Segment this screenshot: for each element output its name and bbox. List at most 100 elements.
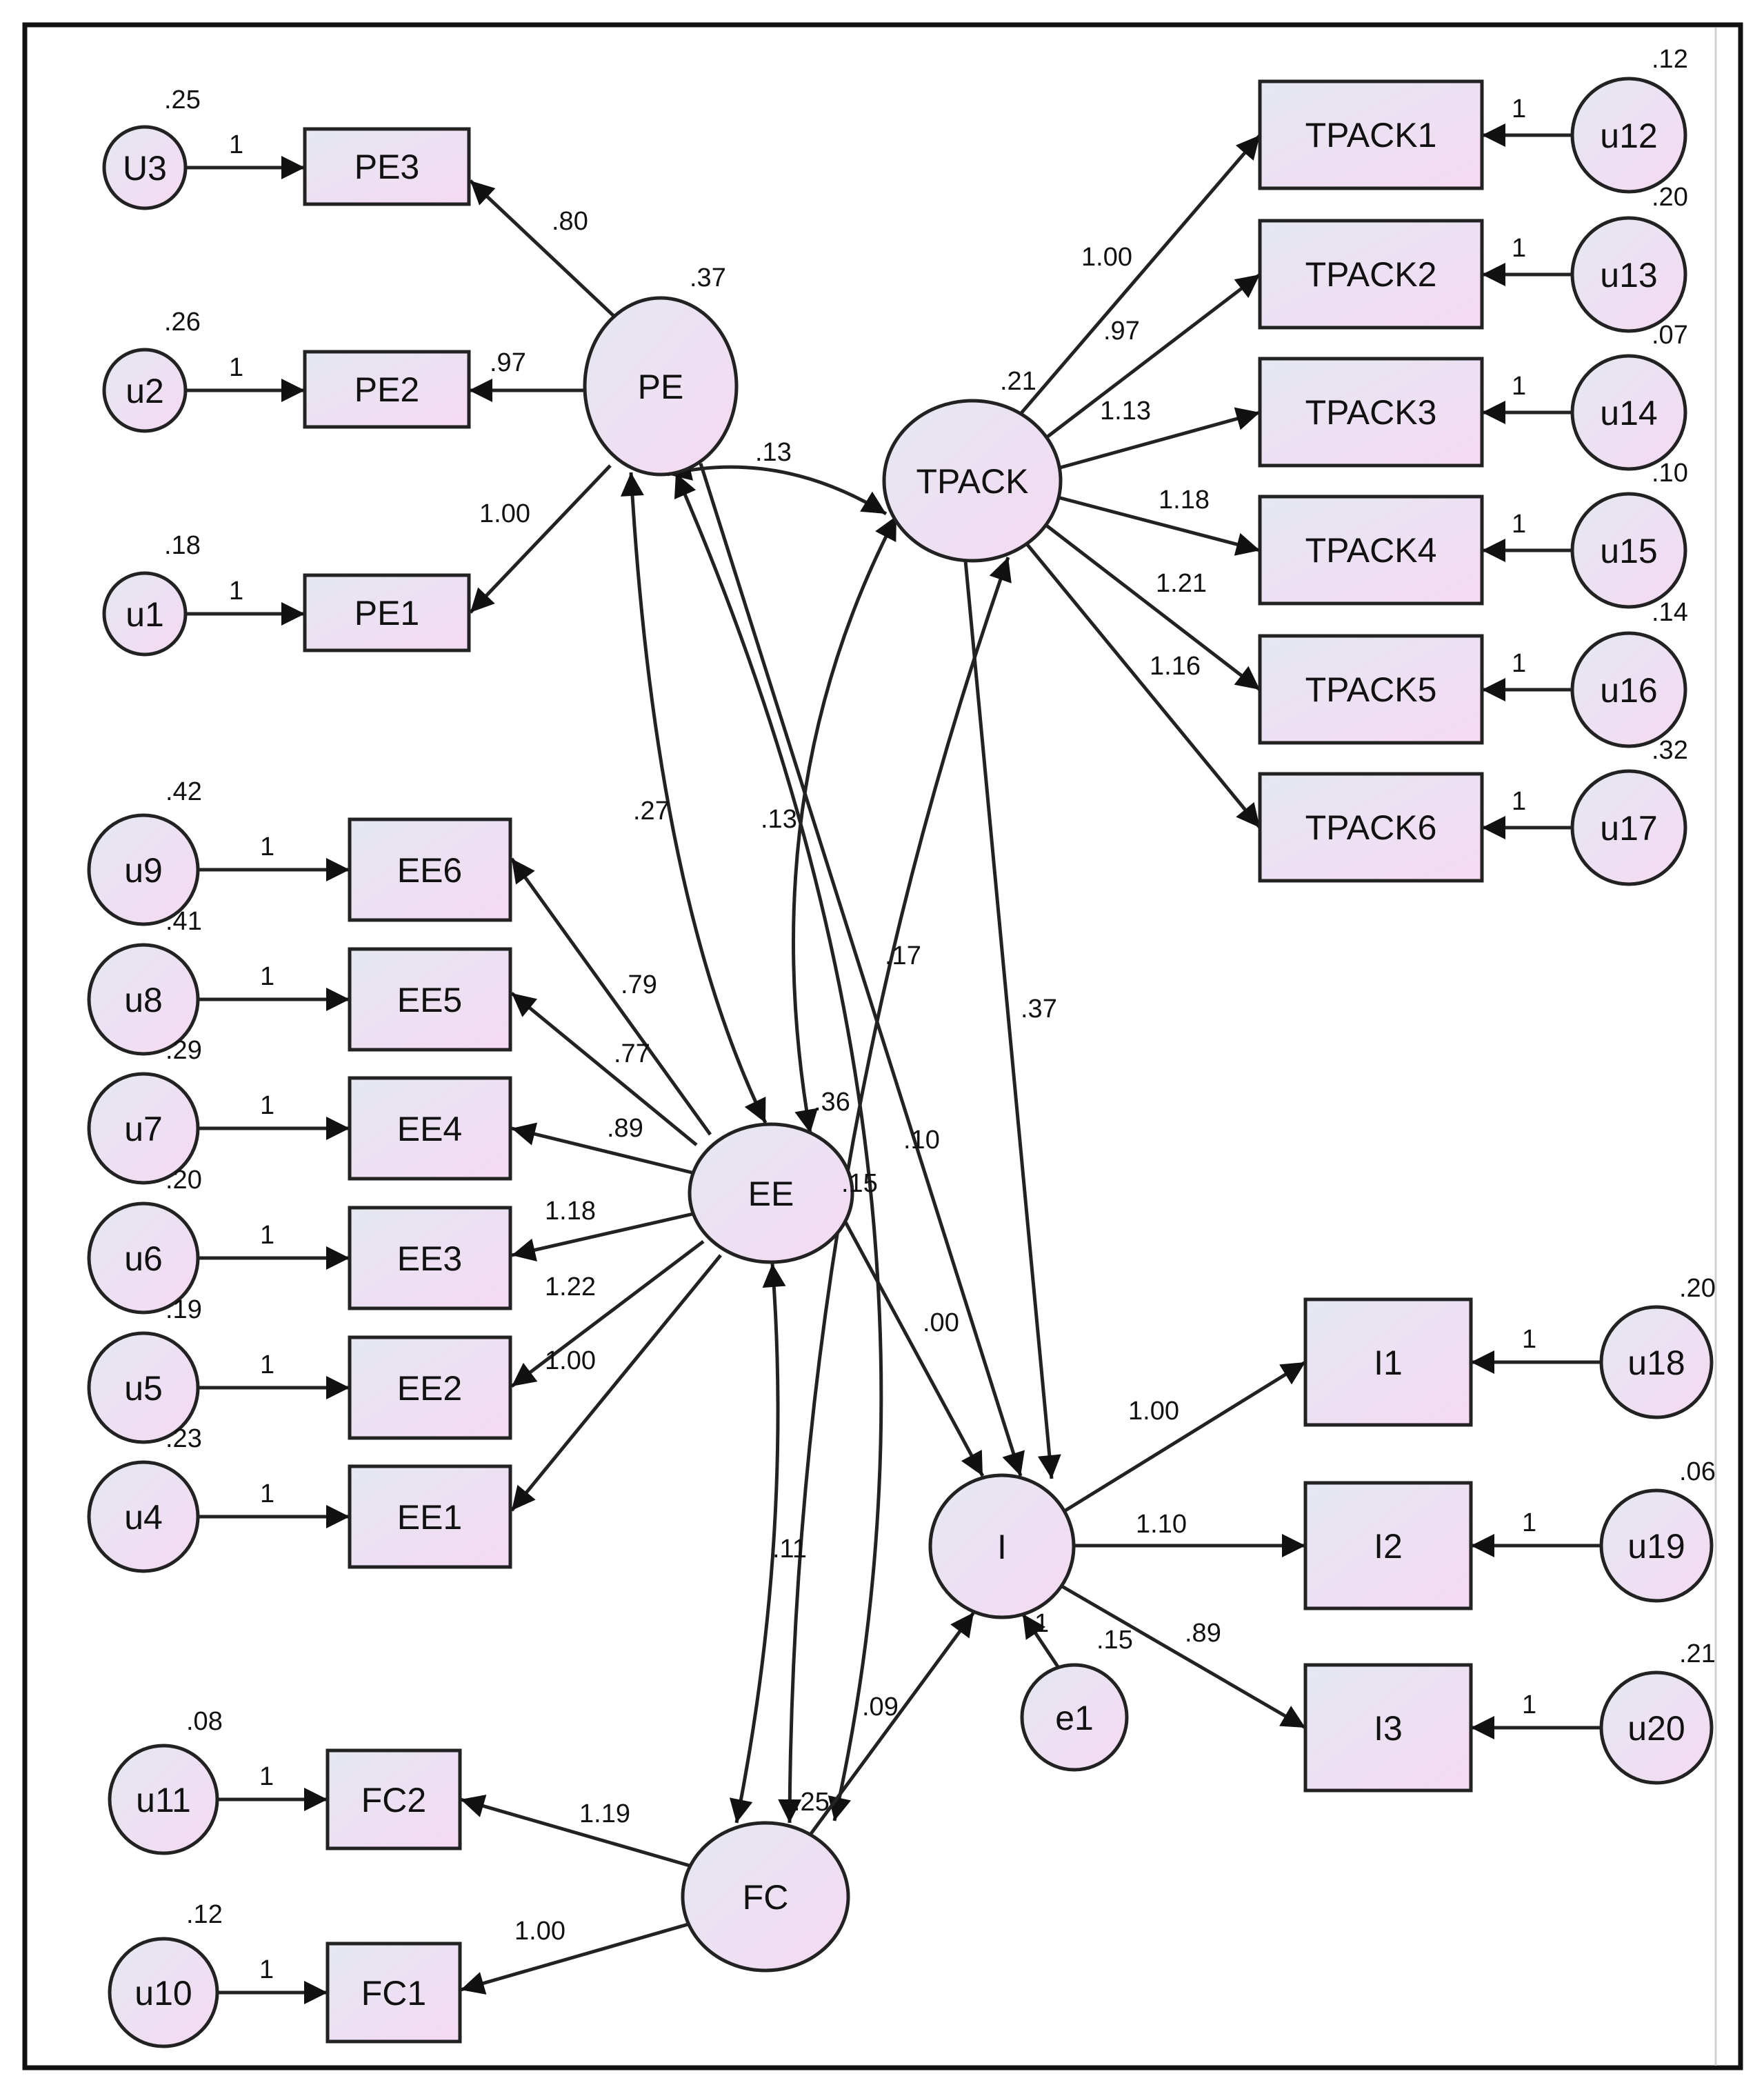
indicator-ee2: EE2: [348, 1335, 512, 1440]
path-arrow-tpack-i: [963, 560, 1061, 1479]
indicator-tpack1: TPACK1: [1258, 79, 1484, 190]
error-u13-label: u13: [1600, 256, 1657, 295]
error-u2: u2: [102, 348, 188, 433]
indicator-pe3-label: PE3: [354, 148, 420, 186]
error-u4-label: u4: [124, 1498, 163, 1537]
error-layer: U3 u2 u1 u12 u13 u14 u15 u16 u17 u9 u8 u…: [87, 77, 1714, 2048]
error-u8: u8: [87, 943, 200, 1056]
weight-u10: 1: [259, 1955, 274, 1984]
latent-layer: PE TPACK EE FC I: [583, 296, 1076, 1973]
variance-u15: .10: [1652, 459, 1688, 488]
variance-u3: .25: [164, 86, 201, 114]
latent-fc-shape: [681, 1821, 850, 1973]
indicator-ee5: EE5: [348, 947, 512, 1052]
cov-ee-fc: .11: [772, 1535, 807, 1564]
indicator-ee2-label: EE2: [397, 1369, 463, 1408]
indicator-pe2: PE2: [303, 350, 471, 429]
error-u6: u6: [87, 1201, 200, 1315]
weight-u13: 1: [1512, 234, 1526, 263]
loading-arrow-tpack4: [1054, 495, 1261, 556]
loading-pe2: .97: [490, 348, 526, 377]
variance-ee: .36: [814, 1088, 850, 1117]
latent-fc: FC: [681, 1821, 850, 1973]
indicator-tpack2-label: TPACK2: [1305, 255, 1437, 294]
weight-u6: 1: [260, 1221, 274, 1250]
loading-arrow-tpack1: [1019, 134, 1261, 415]
latent-pe-label: PE: [638, 368, 684, 406]
weight-u2: 1: [229, 353, 243, 382]
error-u19: u19: [1599, 1488, 1714, 1603]
latent-i: I: [928, 1473, 1076, 1619]
error-u5: u5: [87, 1331, 200, 1444]
indicator-fc1: FC1: [325, 1942, 462, 2044]
weight-u15: 1: [1512, 510, 1526, 539]
variance-tpack: .21: [1000, 367, 1036, 396]
error-u20-label: u20: [1627, 1709, 1685, 1748]
loading-arrow-ee6: [510, 857, 712, 1136]
indicator-tpack2: TPACK2: [1258, 219, 1484, 330]
weight-u11: 1: [259, 1762, 274, 1791]
loading-arrow-fc2: [460, 1795, 690, 1868]
error-u13: u13: [1570, 216, 1687, 333]
indicator-tpack4: TPACK4: [1258, 495, 1484, 606]
error-u16-label: u16: [1600, 671, 1657, 710]
weight-u7: 1: [260, 1091, 274, 1120]
cov-arrow-ee-fc: [729, 1263, 786, 1824]
weight-u3: 1: [229, 130, 243, 159]
error-u14: u14: [1570, 354, 1687, 471]
weight-u1: 1: [229, 577, 243, 606]
variance-u4: .23: [166, 1424, 202, 1453]
indicator-fc2: FC2: [325, 1748, 462, 1850]
indicator-i3: I3: [1303, 1663, 1473, 1793]
variance-u10: .12: [186, 1900, 223, 1929]
loading-fc2: 1.19: [579, 1799, 630, 1828]
weight-u18: 1: [1522, 1325, 1536, 1354]
indicator-ee1: EE1: [348, 1464, 512, 1569]
loading-ee2: 1.22: [545, 1272, 596, 1301]
indicator-pe1-label: PE1: [354, 594, 420, 632]
latent-pe-shape: [583, 296, 739, 477]
indicator-fc2-label: FC2: [361, 1781, 426, 1819]
indicator-fc1-label: FC1: [361, 1974, 426, 2013]
loading-arrow-i1: [1064, 1360, 1307, 1513]
weight-u12: 1: [1512, 94, 1526, 123]
indicator-ee6-label: EE6: [397, 851, 463, 890]
path-arrow-pe-i: [699, 463, 1025, 1477]
path-ee-i: .00: [923, 1308, 959, 1337]
error-u14-label: u14: [1600, 394, 1657, 432]
path-fc-i: .09: [862, 1693, 899, 1721]
error-u8-label: u8: [124, 981, 163, 1019]
cov-ee-tpack: .13: [761, 805, 797, 834]
variance-u11: .08: [186, 1707, 223, 1736]
loading-ee3: 1.18: [545, 1197, 596, 1226]
error-u7: u7: [87, 1072, 200, 1185]
indicator-pe2-label: PE2: [354, 370, 420, 409]
indicator-ee3-label: EE3: [397, 1239, 463, 1278]
error-e1: e1: [1020, 1663, 1129, 1772]
error-u3: U3: [102, 125, 188, 210]
loading-ee5: .77: [614, 1039, 650, 1068]
loading-i3: .89: [1185, 1619, 1221, 1648]
outer-frame: [22, 22, 1743, 2070]
latent-ee-shape: [688, 1122, 854, 1264]
variance-u19: .06: [1679, 1457, 1716, 1486]
path-arrow-fc-i: [808, 1611, 976, 1836]
weight-u14: 1: [1512, 372, 1526, 401]
latent-i-label: I: [997, 1528, 1007, 1566]
weight-u16: 1: [1512, 649, 1526, 678]
error-u1-label: u1: [126, 595, 164, 634]
indicator-i1: I1: [1303, 1297, 1473, 1427]
variance-u6: .20: [166, 1166, 202, 1195]
path-pe-i: .15: [841, 1169, 878, 1198]
latent-pe: PE: [583, 296, 739, 477]
loading-arrow-pe3: [469, 179, 615, 317]
indicator-ee4: EE4: [348, 1076, 512, 1181]
weight-u17: 1: [1512, 787, 1526, 816]
error-u15-label: u15: [1600, 532, 1657, 570]
error-u9-label: u9: [124, 851, 163, 890]
error-u19-label: u19: [1627, 1527, 1685, 1566]
latent-tpack: TPACK: [882, 399, 1063, 563]
latent-ee: EE: [688, 1122, 854, 1264]
cov-pe-ee: .27: [633, 797, 670, 826]
